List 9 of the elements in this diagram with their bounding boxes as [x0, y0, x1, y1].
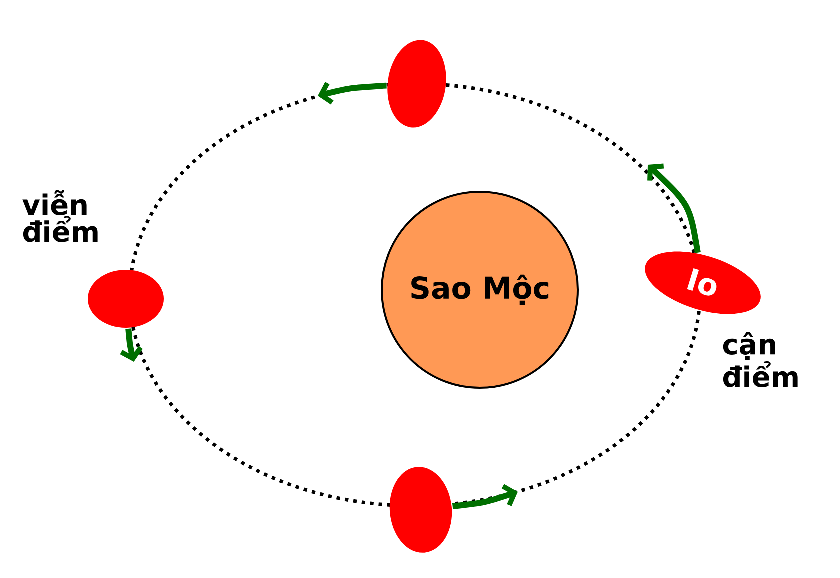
moon-ellipse: [88, 270, 164, 328]
arrow: [648, 164, 701, 254]
arrow: [318, 82, 387, 105]
beside-label: viễn điểm: [22, 190, 98, 242]
beside-label: cận điểm: [723, 332, 798, 388]
moon-ellipse: [390, 467, 452, 553]
arrow: [120, 328, 143, 362]
arrow: [452, 484, 518, 510]
moon-ellipse: [388, 40, 446, 128]
